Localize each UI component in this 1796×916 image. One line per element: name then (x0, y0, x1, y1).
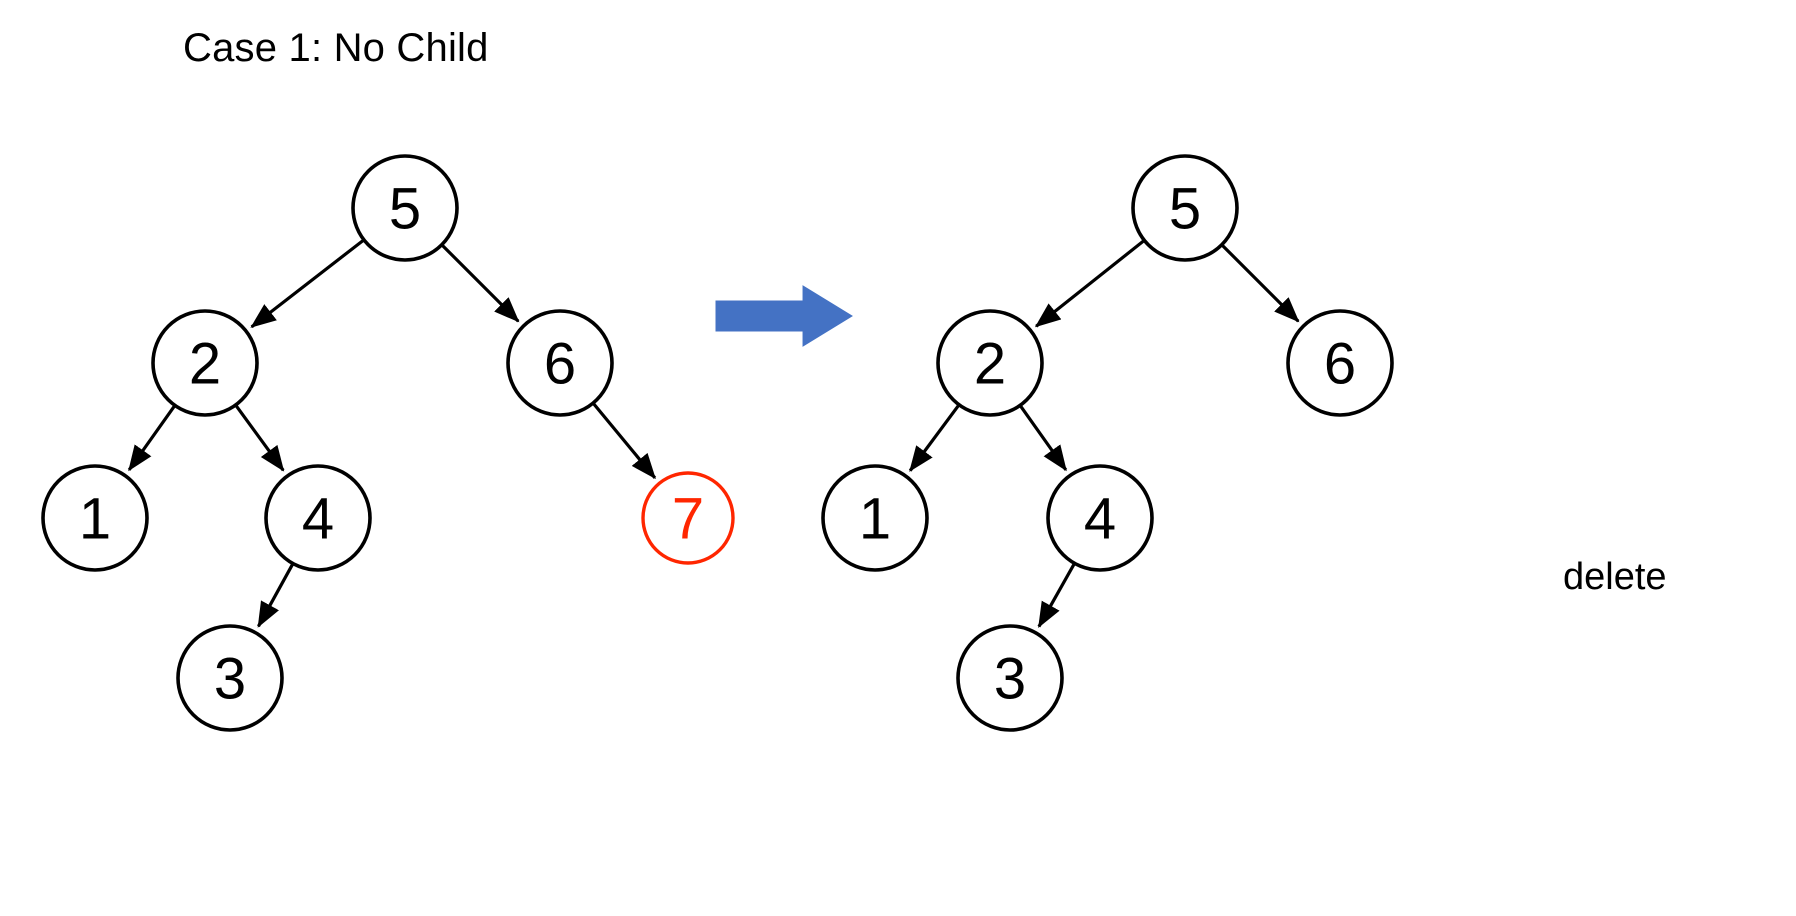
tree-edge-L2-to-L1 (127, 405, 176, 472)
tree-edge-L6-to-L7 (592, 402, 657, 480)
tree-edge-R4-to-R3 (1037, 563, 1076, 628)
node-circle (1131, 154, 1239, 262)
node-value: 7 (672, 487, 704, 552)
tree-node-4: 4 (1046, 464, 1154, 572)
tree-edge-L5-to-L2 (250, 239, 365, 329)
node-circle (821, 464, 929, 572)
node-circle (176, 624, 284, 732)
node-value: 3 (994, 647, 1026, 712)
tree-node-2: 2 (151, 309, 259, 417)
tree-node-5: 5 (351, 154, 459, 262)
tree-node-4: 4 (264, 464, 372, 572)
page-title: Case 1: No Child (183, 26, 489, 70)
tree-edge-L5-to-L6 (441, 244, 520, 323)
node-circle (936, 309, 1044, 417)
node-value: 6 (1324, 332, 1356, 397)
node-value: 1 (79, 487, 111, 552)
node-value: 4 (1084, 487, 1116, 552)
node-value: 5 (1169, 177, 1201, 242)
node-circle (641, 471, 735, 565)
node-circle (506, 309, 614, 417)
node-circle (151, 309, 259, 417)
node-value: 3 (214, 647, 246, 712)
right-arrow-icon (715, 285, 853, 347)
tree-node-7-highlighted: 7 (641, 471, 735, 565)
node-value: 4 (302, 487, 334, 552)
transition-arrow-layer (715, 285, 853, 347)
tree-node-3: 3 (956, 624, 1064, 732)
tree-edge-L4-to-L3 (257, 563, 294, 628)
delete-label: delete (1563, 556, 1667, 598)
tree-node-1: 1 (41, 464, 149, 572)
tree-edge-R2-to-R4 (1019, 405, 1068, 472)
node-circle (956, 624, 1064, 732)
tree-node-6: 6 (506, 309, 614, 417)
tree-node-3: 3 (176, 624, 284, 732)
tree-node-2: 2 (936, 309, 1044, 417)
tree-edge-R5-to-R2 (1034, 239, 1145, 328)
tree-nodes-layer: 5 2 6 1 4 3 7 5 2 6 1 4 3 (41, 154, 1394, 732)
node-circle (1286, 309, 1394, 417)
node-value: 6 (544, 332, 576, 397)
tree-edges-layer (127, 239, 1300, 628)
tree-edge-L2-to-L4 (234, 404, 285, 472)
node-circle (351, 154, 459, 262)
node-circle (41, 464, 149, 572)
node-value: 1 (859, 487, 891, 552)
node-value: 2 (189, 332, 221, 397)
node-value: 5 (389, 177, 421, 242)
node-circle (264, 464, 372, 572)
tree-edge-R5-to-R6 (1221, 244, 1300, 323)
tree-node-1: 1 (821, 464, 929, 572)
node-value: 2 (974, 332, 1006, 397)
tree-edge-R2-to-R1 (908, 404, 960, 472)
node-circle (1046, 464, 1154, 572)
tree-node-6: 6 (1286, 309, 1394, 417)
tree-node-5: 5 (1131, 154, 1239, 262)
